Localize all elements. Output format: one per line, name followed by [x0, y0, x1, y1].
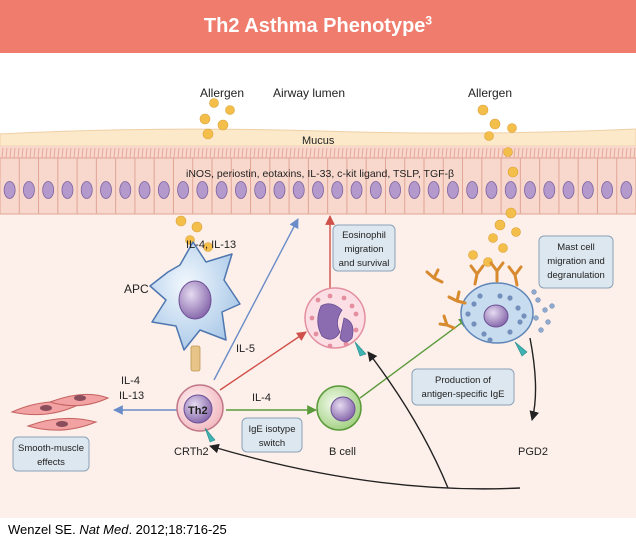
eosinophil-box-line-1: Eosinophil [342, 230, 386, 241]
allergen-left-label: Allergen [200, 86, 244, 100]
arrow-il5-to-eosinophil [219, 331, 307, 391]
ige-switch-box-line-2: switch [259, 438, 285, 449]
il5-label: IL-5 [236, 343, 255, 355]
mast-cell-receptor [514, 341, 528, 357]
il4-il13-top-label: IL-4, IL-13 [186, 239, 236, 251]
title-superscript: 3 [425, 13, 433, 28]
ige-switch-box-line-1: IgE isotype [249, 424, 296, 435]
smooth-muscle-box-line-1: Smooth-muscle [18, 443, 84, 454]
ige-isotype-switch-box: IgE isotype switch [241, 417, 303, 453]
apc-cell [149, 241, 241, 351]
apc-label: APC [124, 282, 149, 296]
eosinophil-migration-box: Eosinophil migration and survival [332, 224, 396, 272]
eosinophil-box-line-2: migration [344, 244, 383, 255]
header-bar: Th2 Asthma Phenotype3 [0, 0, 636, 53]
citation-details: . 2012;18:716-25 [128, 522, 227, 537]
il4-mid-label: IL-4 [252, 392, 271, 404]
eosinophil-box-line-3: and survival [339, 258, 390, 269]
citation-journal: Nat Med [79, 522, 129, 537]
arrow-th2-to-epithelium [213, 218, 299, 381]
b-cell-label: B cell [329, 446, 356, 458]
th2-asthma-diagram: Allergen Airway lumen Allergen Mucus iNO… [0, 53, 636, 518]
mast-cell [460, 282, 534, 344]
citation-author: Wenzel SE. [8, 522, 76, 537]
mast-box-line-2: migration and [547, 256, 605, 267]
mast-box-line-3: degranulation [547, 270, 605, 281]
mast-box-line-1: Mast cell [557, 242, 594, 253]
smooth-muscle-effects-box: Smooth-muscle effects [12, 436, 90, 472]
allergen-particles [175, 98, 521, 267]
mucus-layer [0, 128, 636, 147]
il4-left-label: IL-4 [121, 375, 140, 387]
ige-production-box: Production of antigen-specific IgE [411, 368, 515, 406]
production-box-line-1: Production of [435, 375, 491, 386]
production-box-line-2: antigen-specific IgE [422, 389, 505, 400]
allergen-right-label: Allergen [468, 86, 512, 100]
epithelial-cells [0, 158, 633, 214]
arrow-b-cell-to-mast-cell [359, 317, 469, 399]
mast-cell-migration-box: Mast cell migration and degranulation [538, 235, 614, 289]
smooth-muscle-cells [10, 393, 110, 431]
citation: Wenzel SE. Nat Med. 2012;18:716-25 [8, 522, 227, 537]
apc-th2-synapse [190, 345, 201, 372]
b-cell [316, 385, 362, 431]
airway-lumen-area [0, 53, 636, 135]
pgd2-label: PGD2 [518, 446, 548, 458]
page-title: Th2 Asthma Phenotype [203, 15, 426, 37]
ige-antibodies [425, 261, 523, 330]
eosinophil-cell [304, 287, 366, 349]
arrow-feedback-to-crth2 [209, 443, 521, 490]
mediators-label: iNOS, periostin, eotaxins, IL-33, c-kit … [186, 168, 454, 180]
mucus-label: Mucus [302, 135, 335, 147]
released-granules [531, 289, 555, 333]
smooth-muscle-box-line-2: effects [37, 457, 65, 468]
crth2-label: CRTh2 [174, 446, 209, 458]
arrow-mast-cell-to-pgd2 [529, 337, 540, 421]
th2-label: Th2 [188, 405, 208, 417]
eosinophil-receptor [354, 341, 367, 357]
airway-lumen-label: Airway lumen [273, 86, 345, 100]
th2-cell [176, 384, 224, 432]
crth2-receptor [204, 427, 216, 443]
il13-left-label: IL-13 [119, 390, 144, 402]
arrow-feedback-to-eosinophil [367, 351, 449, 489]
